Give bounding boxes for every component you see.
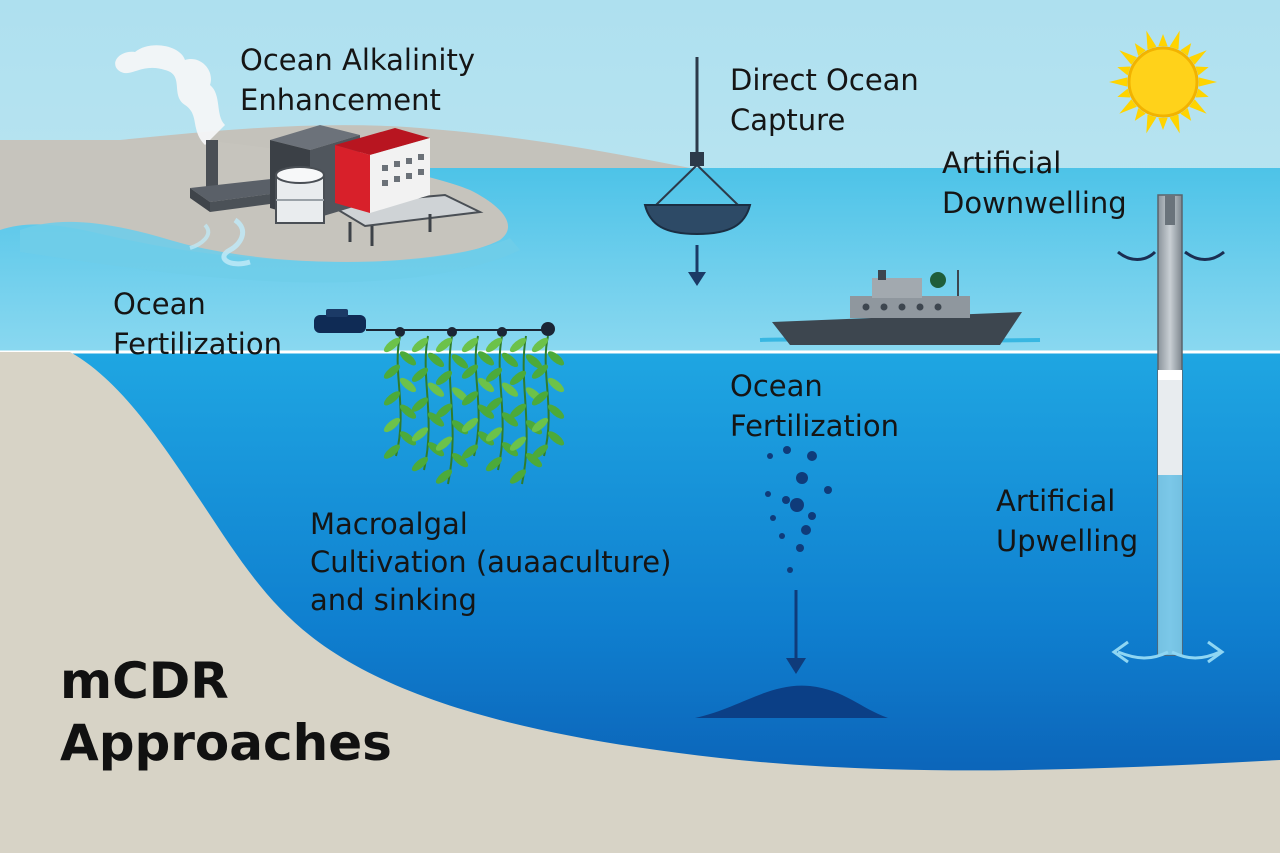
nutrient-dots-icon	[765, 446, 832, 573]
label-ocean-alkalinity-enhancement: Ocean Alkalinity Enhancement	[240, 43, 476, 117]
ship-icon	[759, 270, 1041, 345]
buoy-icon	[643, 57, 752, 286]
label-artificial-downwelling: Artificial Downwelling	[942, 146, 1127, 220]
sediment-mound-icon	[695, 685, 888, 718]
label-ocean-fertilization-deep: Ocean Fertilization	[730, 369, 899, 443]
diagram-title: mCDR Approaches	[60, 652, 392, 772]
label-ocean-fertilization-surface: Ocean Fertilization	[113, 287, 282, 361]
factory-icon	[115, 45, 484, 267]
sinking-arrow	[786, 590, 806, 674]
label-macroalgal-cultivation: Macroalgal Cultivation (auaaculture) and…	[310, 507, 672, 617]
coastal-shallows	[20, 221, 520, 283]
label-direct-ocean-capture: Direct Ocean Capture	[730, 63, 919, 137]
seabed	[0, 352, 1280, 853]
label-artificial-upwelling: Artificial Upwelling	[996, 484, 1139, 558]
sun-icon	[1109, 30, 1217, 134]
seaweed-icon	[314, 309, 565, 485]
pipe-icon	[1111, 194, 1225, 664]
